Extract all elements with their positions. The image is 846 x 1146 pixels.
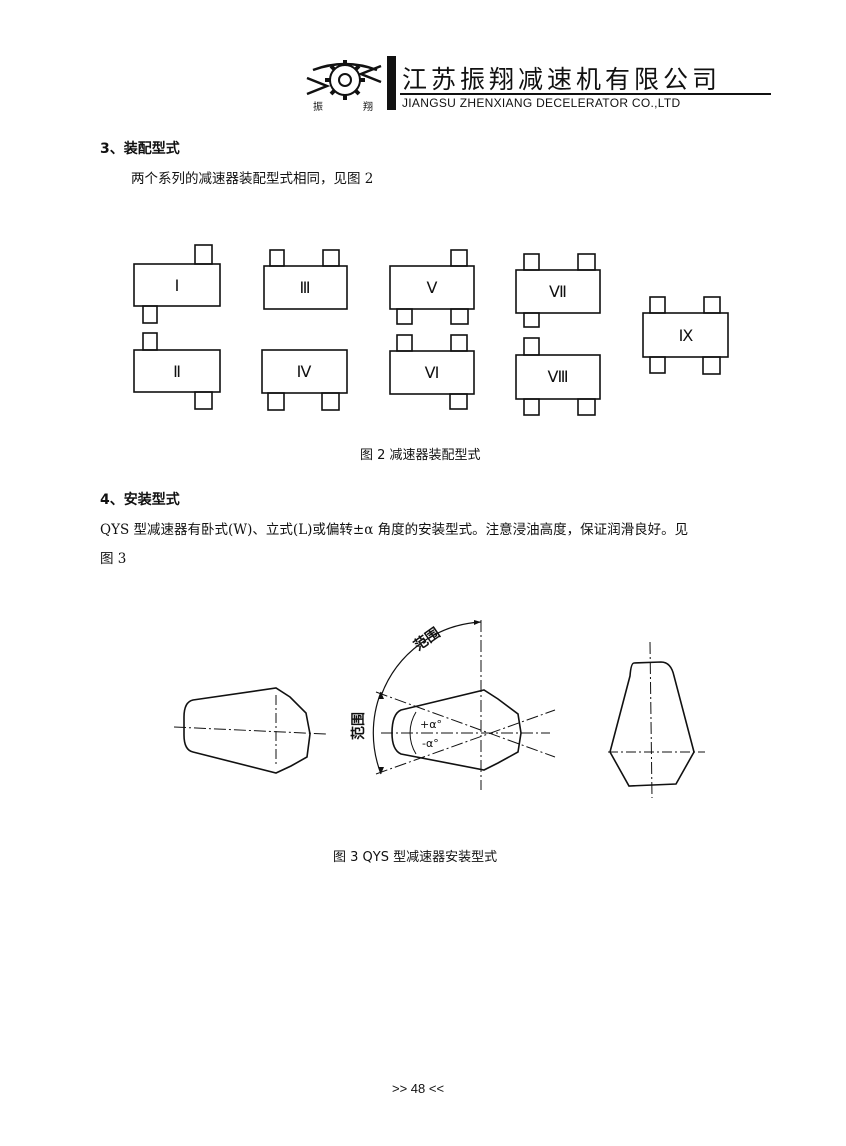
plus-alpha-label: +α°: [420, 718, 442, 731]
figure-2-caption: 图 2 减速器装配型式: [360, 448, 481, 463]
assembly-label-7: Ⅶ: [549, 282, 567, 301]
assembly-label-8: Ⅷ: [547, 367, 568, 386]
assembly-label-6: Ⅵ: [425, 363, 440, 382]
assembly-label-9: Ⅸ: [679, 326, 694, 345]
section-3-heading: 3、装配型式: [100, 141, 180, 157]
assembly-label-4: Ⅳ: [297, 362, 312, 381]
company-logo: 振 翔: [306, 60, 382, 113]
section-3-text: 两个系列的减速器装配型式相同，见图 2: [131, 171, 374, 187]
logo-text-right: 翔: [363, 100, 373, 113]
page-number: >> 48 <<: [392, 1081, 445, 1096]
figure-2-assembly-types: Ⅰ Ⅱ Ⅲ Ⅳ Ⅴ Ⅵ Ⅶ Ⅷ Ⅸ: [133, 244, 729, 416]
header-bar: [387, 56, 396, 110]
minus-alpha-label: -α°: [422, 737, 439, 750]
assembly-label-5: Ⅴ: [427, 278, 438, 297]
figure-3-caption: 图 3 QYS 型减速器安装型式: [333, 850, 498, 865]
assembly-label-1: Ⅰ: [175, 276, 180, 295]
assembly-label-2: Ⅱ: [173, 362, 181, 381]
figure-3-mounting-types: 范围 范围 +α° -α°: [173, 620, 705, 799]
range-label-left: 范围: [350, 712, 367, 740]
assembly-label-3: Ⅲ: [299, 278, 310, 297]
logo-text-left: 振: [313, 100, 323, 113]
company-name-en: JIANGSU ZHENXIANG DECELERATOR CO.,LTD: [402, 96, 681, 110]
section-4-text-line2: 图 3: [100, 551, 127, 567]
section-4-heading: 4、安装型式: [100, 492, 180, 508]
section-4-text-line1: QYS 型减速器有卧式(W)、立式(L)或偏转±α 角度的安装型式。注意浸油高度…: [100, 522, 689, 538]
header-divider: [400, 93, 771, 95]
range-label-top: 范围: [411, 624, 444, 654]
company-name-cn: 江苏振翔减速机有限公司: [402, 65, 722, 94]
